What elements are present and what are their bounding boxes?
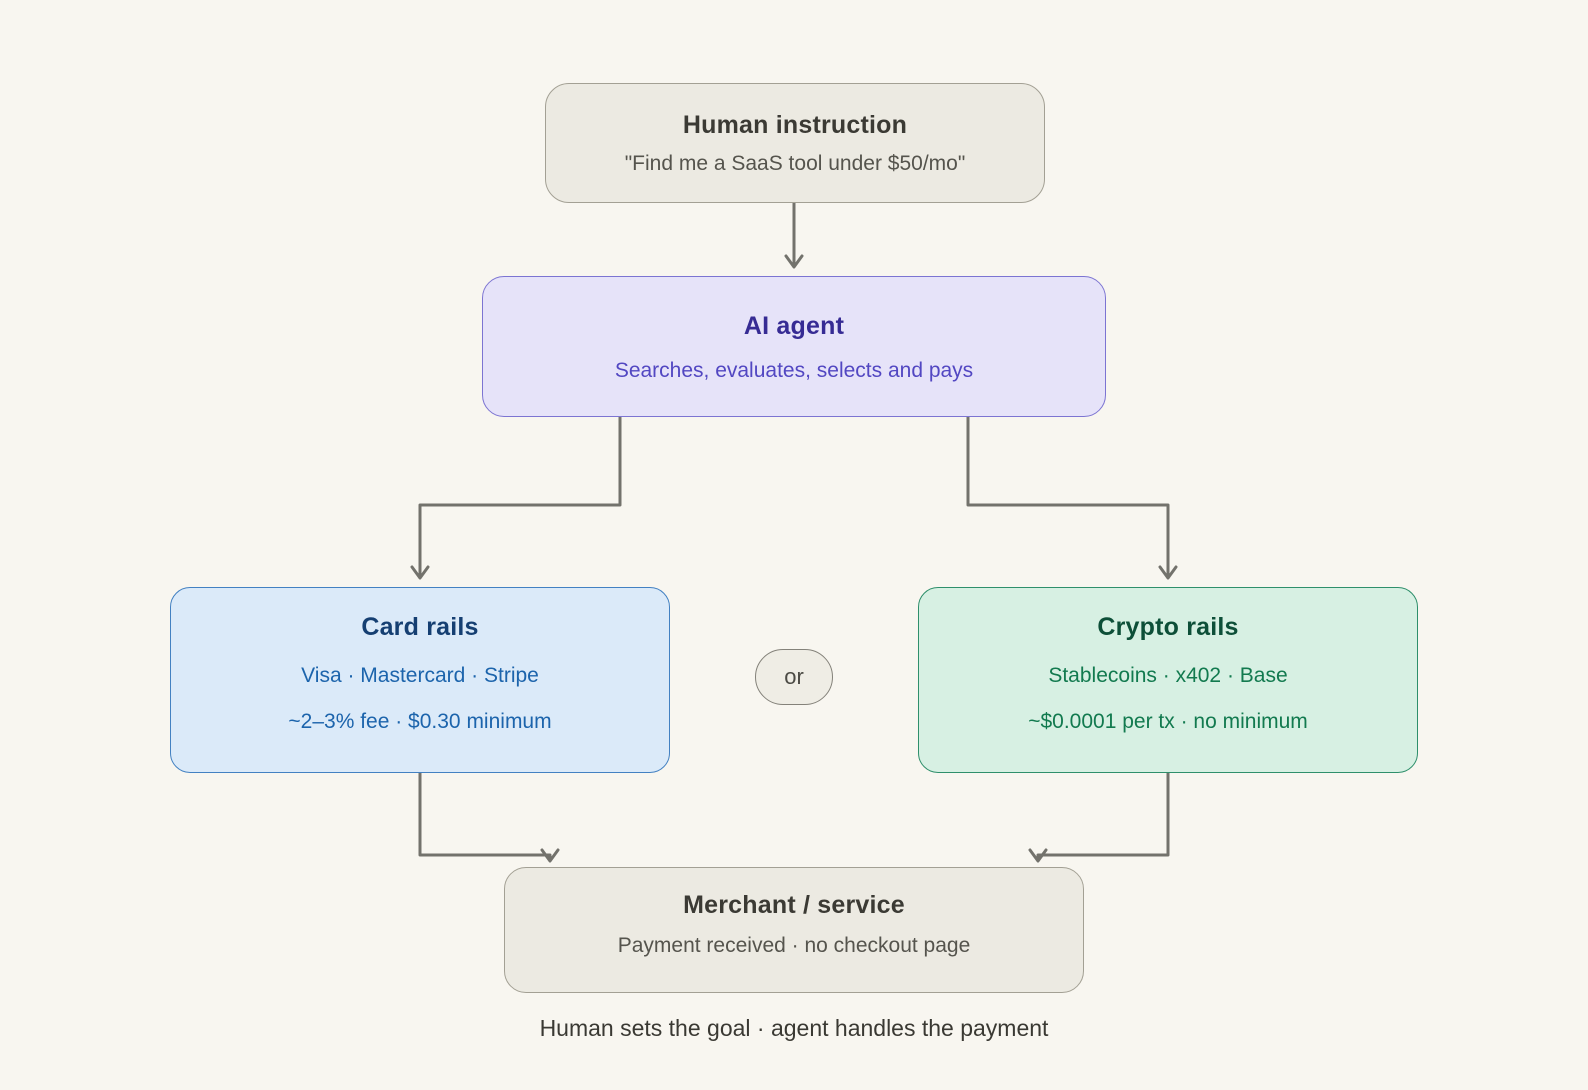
card-rails-title: Card rails [361,613,479,641]
node-merchant-service: Merchant / service Payment received · no… [504,867,1084,993]
ai-agent-title: AI agent [743,311,845,340]
card-rails-fees: ~2–3% fee · $0.30 minimum [288,710,552,733]
crypto-rails-providers: Stablecoins · x402 · Base [1048,664,1288,687]
human-instruction-title: Human instruction [682,111,908,139]
node-card-rails: Card rails Visa · Mastercard · Stripe ~2… [170,587,670,773]
connector-crypto-merchant [1028,773,1170,863]
node-human-instruction: Human instruction "Find me a SaaS tool u… [545,83,1045,203]
or-badge: or [755,649,833,705]
ai-agent-subtitle: Searches, evaluates, selects and pays [614,358,974,382]
crypto-rails-title: Crypto rails [1097,613,1239,641]
connector-agent-card [410,417,622,580]
card-rails-providers: Visa · Mastercard · Stripe [301,664,539,687]
connector-agent-crypto [966,417,1178,580]
diagram-caption: Human sets the goal · agent handles the … [539,1015,1049,1041]
crypto-rails-fees: ~$0.0001 per tx · no minimum [1028,710,1308,733]
merchant-service-title: Merchant / service [683,891,905,919]
or-badge-label: or [784,664,804,689]
merchant-service-subtitle: Payment received · no checkout page [617,934,971,957]
connector-card-merchant [418,773,560,863]
node-crypto-rails: Crypto rails Stablecoins · x402 · Base ~… [918,587,1418,773]
node-ai-agent: AI agent Searches, evaluates, selects an… [482,276,1106,417]
human-instruction-subtitle: "Find me a SaaS tool under $50/mo" [624,152,966,175]
